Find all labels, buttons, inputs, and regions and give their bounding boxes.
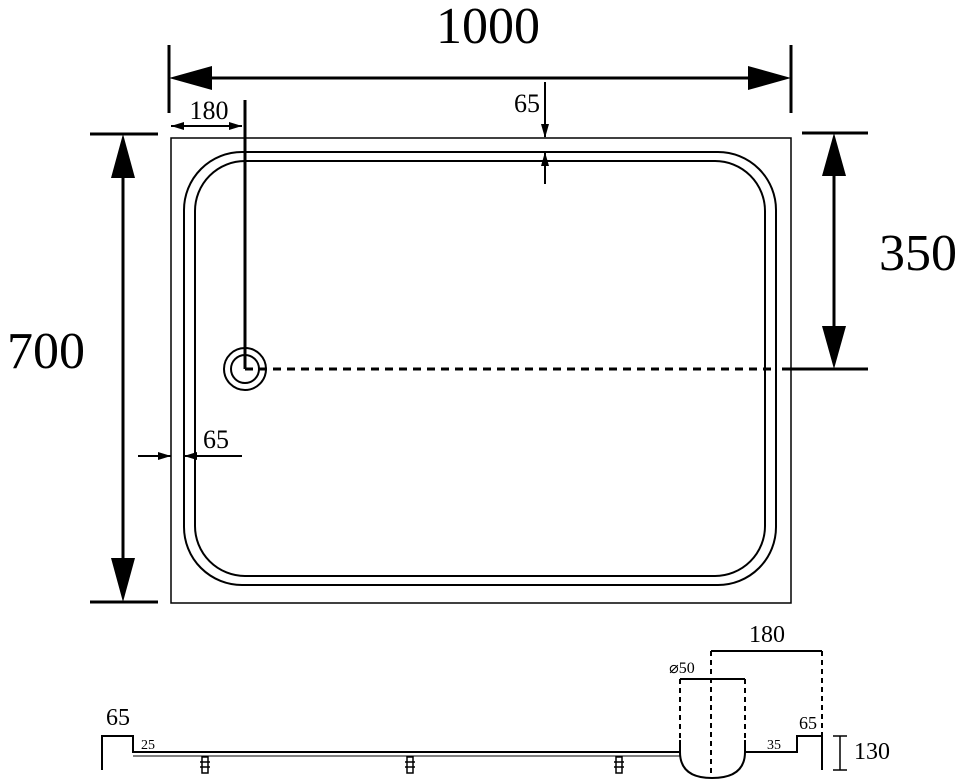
width-arrow-left (169, 66, 212, 90)
drain-right-arrow-top (822, 133, 846, 176)
section-rim-right-label: 65 (799, 713, 817, 733)
rim-top-label: 65 (514, 89, 540, 118)
rim-left-label: 65 (203, 425, 229, 454)
height-arrow-bottom (111, 558, 135, 602)
width-label: 1000 (436, 0, 540, 55)
drain-left-offset-label: 180 (190, 96, 229, 125)
section-foot-1 (200, 756, 210, 774)
section-foot-2 (405, 756, 415, 774)
width-arrow-right (748, 66, 791, 90)
section-inner-right-label: 35 (767, 738, 781, 753)
section-view (101, 650, 847, 780)
width-dimension (167, 45, 793, 113)
drain-right-offset-dimension (782, 131, 868, 371)
section-drain-diameter-label: ⌀50 (669, 660, 695, 677)
section-rim-left-label: 65 (106, 705, 130, 731)
drain-left-offset-dimension (171, 100, 247, 369)
height-label: 700 (7, 323, 85, 380)
section-drain-body (679, 740, 746, 780)
rim-top-dimension (541, 82, 549, 184)
section-drain-offset-label: 180 (749, 622, 785, 648)
drain-right-arrow-bottom (822, 326, 846, 369)
section-height-label: 130 (854, 739, 890, 765)
section-inner-left-label: 25 (141, 738, 155, 753)
section-foot-3 (614, 756, 624, 774)
height-arrow-top (111, 134, 135, 178)
plan-view (170, 137, 792, 604)
drain-right-offset-label: 350 (879, 225, 957, 282)
rim-left-dimension (138, 452, 242, 460)
section-right-rim (745, 735, 823, 770)
basin-outer-edge (183, 151, 777, 586)
section-left-rim (101, 735, 680, 770)
height-dimension (90, 132, 158, 604)
